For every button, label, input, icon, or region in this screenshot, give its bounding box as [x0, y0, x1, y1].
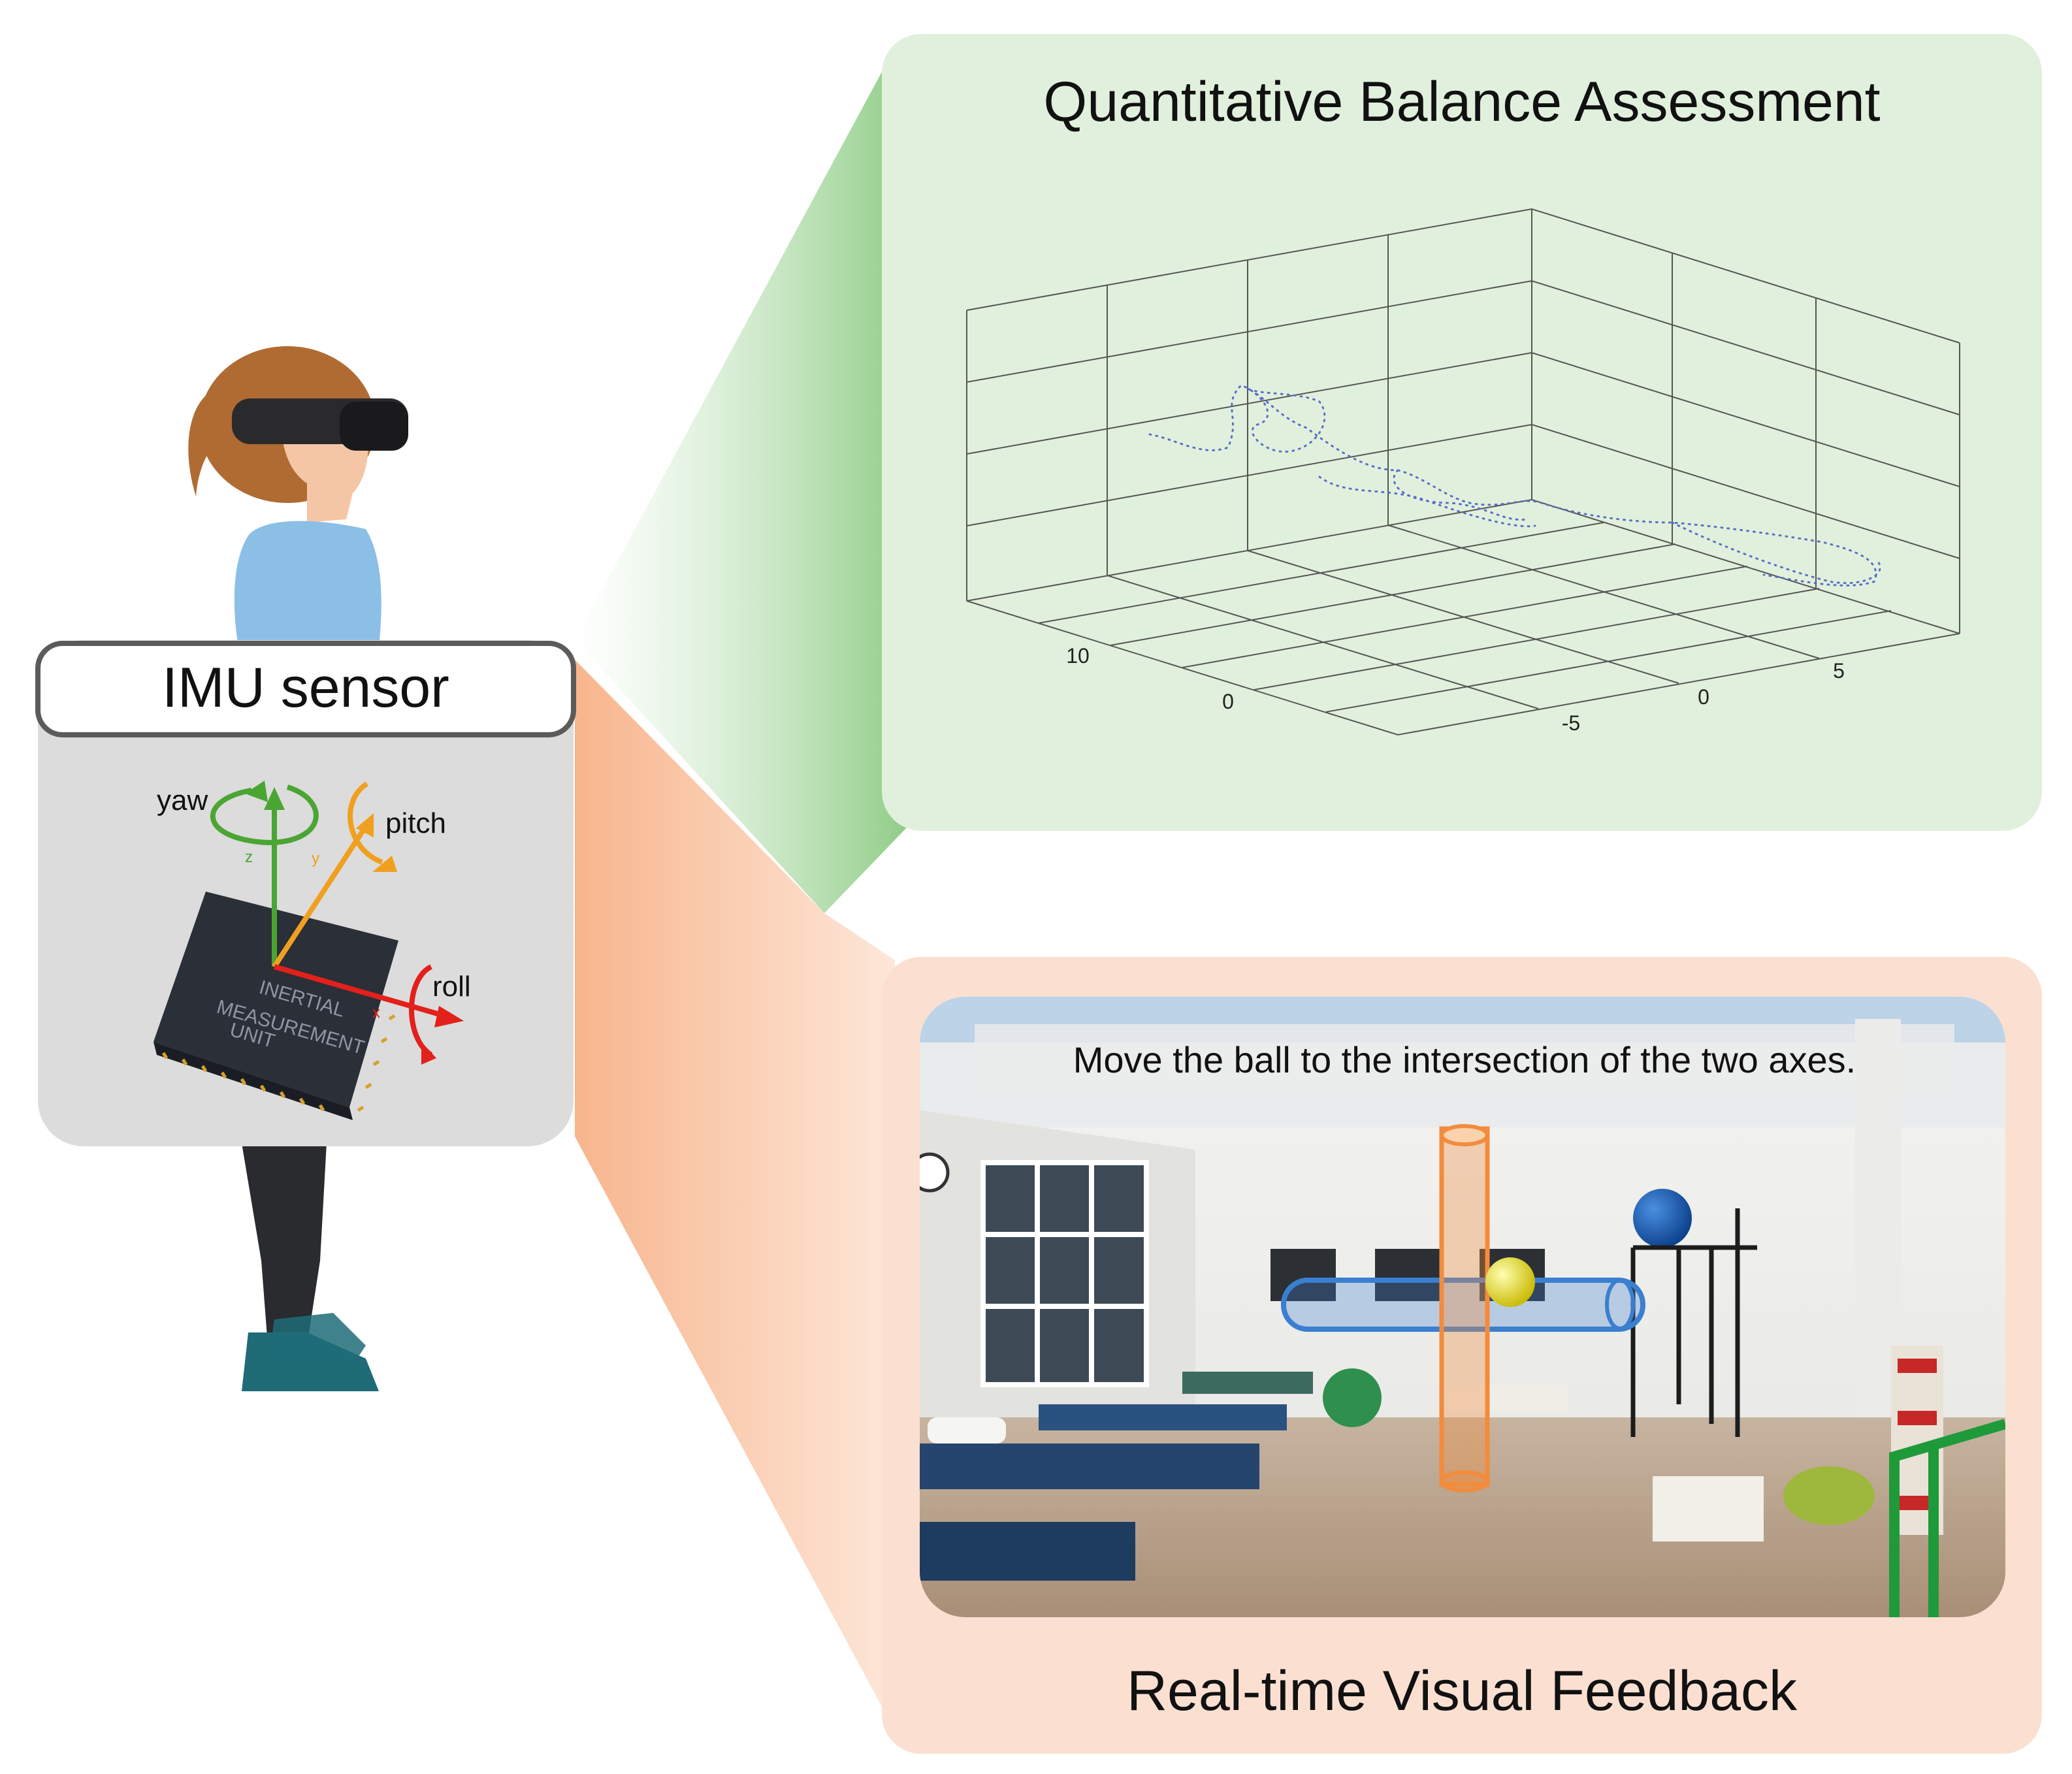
assessment-title: Quantitative Balance Assessment [1043, 71, 1880, 133]
target-ball [1485, 1257, 1535, 1307]
pitch-label: pitch [385, 807, 446, 839]
z-axis-label: z [245, 848, 253, 866]
x-axis-arrow [273, 964, 445, 1018]
imu-title-box [35, 641, 576, 737]
imu-axes [210, 781, 464, 1065]
user-figure [188, 346, 408, 1391]
y-axis-label: y [312, 850, 319, 867]
imu-sensor-card: IMU sensor INERTIAL MEASUREMENT UNIT [35, 640, 576, 1146]
tick-label-right-neg5: -5 [1562, 711, 1580, 735]
y-axis-arrow [272, 824, 368, 969]
assessment-connector [575, 72, 908, 913]
tick-label-left-0: 0 [1222, 690, 1234, 713]
imu-title: IMU sensor [162, 656, 449, 719]
x-axis-label: x [372, 1004, 380, 1022]
tick-label-left-10: 10 [1066, 644, 1090, 668]
feedback-title: Real-time Visual Feedback [1127, 1660, 1798, 1722]
tick-label-right-5: 5 [1833, 659, 1845, 683]
imu-chip: INERTIAL MEASUREMENT UNIT [154, 892, 398, 1120]
pitch-rotation-icon [348, 781, 383, 865]
trajectory-line [1148, 384, 1881, 587]
trajectory-plot [966, 208, 1960, 736]
assessment-panel: Quantitative Balance Assessment 10 0 -5 … [882, 34, 2042, 831]
yaw-label: yaw [157, 784, 208, 816]
feedback-connector [575, 660, 895, 1731]
tick-label-right-0: 0 [1698, 685, 1709, 709]
vertical-axis-cylinder [1439, 1124, 1490, 1492]
roll-label: roll [432, 971, 471, 1003]
yaw-rotation-icon [210, 784, 319, 846]
instruction-banner: Move the ball to the intersection of the… [975, 1024, 1954, 1095]
horizontal-axis-cylinder [1281, 1278, 1645, 1332]
